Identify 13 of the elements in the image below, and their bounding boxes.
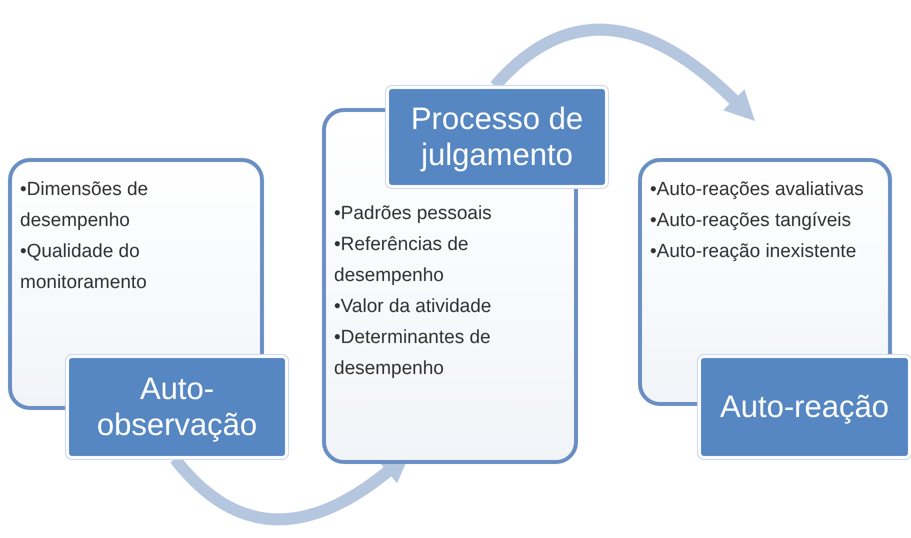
bullet-item: •Padrões pessoais (334, 202, 493, 226)
stage-title-box: Processo de julgamento (386, 86, 608, 188)
bullet-item: •Qualidade do monitoramento (20, 240, 148, 295)
stage-title-box: Auto-observação (66, 355, 288, 459)
bullet-item: •Referências de desempenho (334, 233, 470, 288)
stage-title-box: Auto-reação (698, 355, 911, 459)
bullet-item: •Valor da atividade (334, 295, 492, 319)
bullet-item: •Auto-reação inexistente (650, 240, 858, 264)
bullet-item: •Dimensões de desempenho (20, 178, 150, 233)
bullet-item: •Determinantes de desempenho (334, 326, 492, 381)
bullet-item: •Auto-reações avaliativas (650, 178, 865, 202)
curved-arrow (490, 24, 756, 120)
bullet-item: •Auto-reações tangíveis (650, 209, 852, 233)
